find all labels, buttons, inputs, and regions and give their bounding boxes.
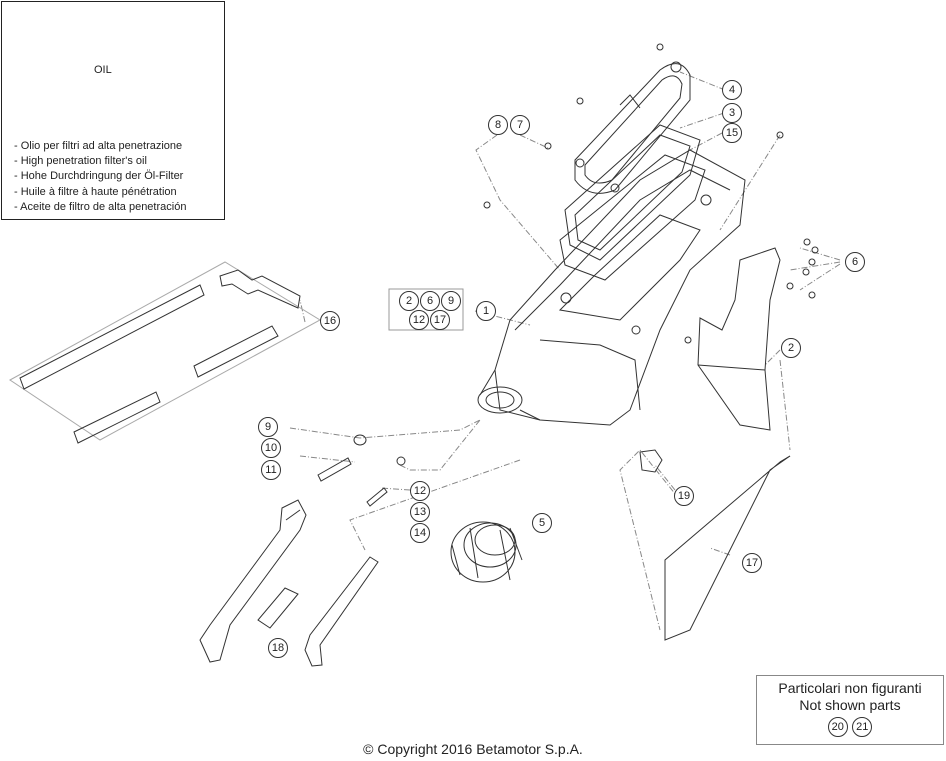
callout-15[interactable]: 15 <box>722 123 742 143</box>
callout-19[interactable]: 19 <box>674 486 694 506</box>
callout-12[interactable]: 12 <box>410 481 430 501</box>
not-shown-subtitle: Not shown parts <box>799 697 901 713</box>
intake-boot-5 <box>450 521 523 583</box>
tube-14 <box>304 556 379 667</box>
not-shown-parts-box: Particolari non figuranti Not shown part… <box>756 675 944 745</box>
leader-lines <box>289 71 841 631</box>
callout-11[interactable]: 11 <box>261 460 281 480</box>
side-panel-2 <box>697 247 781 431</box>
oil-line-fr: - Huile à filtre à haute pénétration <box>14 185 177 198</box>
callout-6[interactable]: 6 <box>845 252 865 272</box>
fasteners-7-8 <box>483 43 784 344</box>
callout-21[interactable]: 21 <box>852 717 873 737</box>
callout-4[interactable]: 4 <box>722 80 742 100</box>
oil-info-box: OIL - Olio per filtri ad alta penetrazio… <box>1 1 225 220</box>
oil-can-label: OIL <box>94 64 112 76</box>
group-callout-6[interactable]: 6 <box>420 291 440 311</box>
callout-1[interactable]: 1 <box>476 301 496 321</box>
group-callout-12[interactable]: 12 <box>409 310 429 330</box>
hose-11 <box>199 499 307 663</box>
callout-8[interactable]: 8 <box>488 115 508 135</box>
callout-20[interactable]: 20 <box>827 717 848 737</box>
callout-14[interactable]: 14 <box>410 523 430 543</box>
group-callout-17[interactable]: 17 <box>430 310 450 330</box>
oil-line-es: - Aceite de filtro de alta penetración <box>14 200 187 213</box>
group-callout-2[interactable]: 2 <box>399 291 419 311</box>
oil-line-it: - Olio per filtri ad alta penetrazione <box>14 140 183 152</box>
lower-panel-17 <box>664 455 791 641</box>
callout-18[interactable]: 18 <box>268 638 288 658</box>
oil-line-en: - High penetration filter's oil <box>14 155 147 168</box>
callout-13[interactable]: 13 <box>410 502 430 522</box>
callout-3[interactable]: 3 <box>722 103 742 123</box>
short-hose-18 <box>257 587 299 629</box>
gasket-strips-16 <box>9 261 321 444</box>
oil-line-de: - Hohe Durchdringung der Öl-Filter <box>14 170 184 183</box>
callout-2[interactable]: 2 <box>781 338 801 358</box>
callout-9[interactable]: 9 <box>258 417 278 437</box>
group-callout-9[interactable]: 9 <box>441 291 461 311</box>
callout-7[interactable]: 7 <box>510 115 530 135</box>
oil-description: - Olio per filtri ad alta penetrazione -… <box>14 139 186 215</box>
callout-10[interactable]: 10 <box>261 438 281 458</box>
copyright: © Copyright 2016 Betamotor S.p.A. <box>363 741 583 757</box>
screws-6 <box>786 238 819 299</box>
callout-5[interactable]: 5 <box>532 513 552 533</box>
callout-17[interactable]: 17 <box>742 553 762 573</box>
airbox-housing-1 <box>477 149 746 426</box>
fittings <box>317 434 406 507</box>
filter-element-3 <box>559 124 706 281</box>
callout-16[interactable]: 16 <box>320 311 340 331</box>
filter-cage-4 <box>574 61 691 194</box>
plug-19 <box>639 449 663 473</box>
not-shown-title: Particolari non figuranti <box>778 680 922 696</box>
group-box <box>388 288 464 331</box>
